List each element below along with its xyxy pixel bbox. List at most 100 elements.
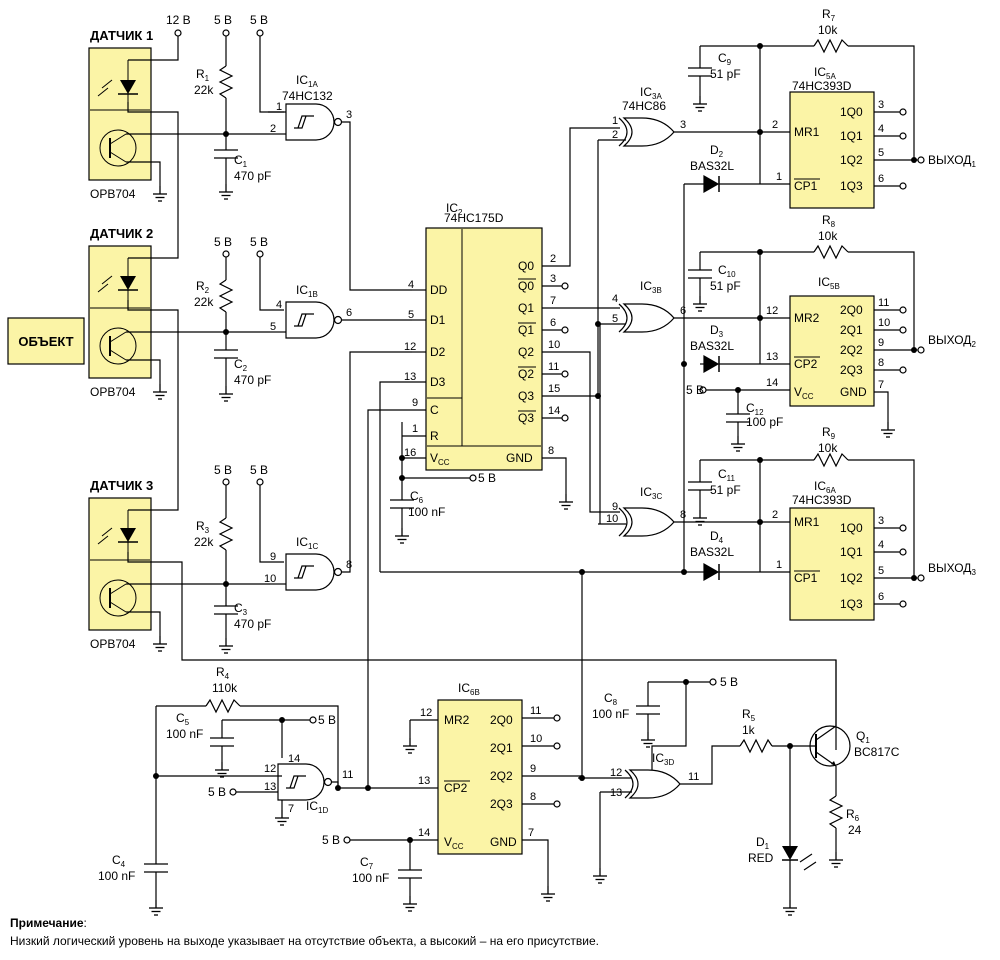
svg-text:24: 24	[848, 823, 862, 837]
svg-text:C7: C7	[360, 855, 374, 871]
svg-text:OPB704: OPB704	[90, 385, 136, 399]
svg-text:5: 5	[408, 309, 414, 321]
svg-text:74HC393D: 74HC393D	[792, 493, 852, 507]
svg-text:15: 15	[548, 383, 560, 395]
svg-text:14: 14	[288, 753, 300, 765]
svg-text:5 В: 5 В	[214, 235, 232, 249]
svg-text:1Q0: 1Q0	[840, 521, 863, 535]
svg-text:100 nF: 100 nF	[408, 505, 445, 519]
svg-text:R5: R5	[742, 707, 756, 723]
svg-text:GND: GND	[840, 385, 867, 399]
note-text: Низкий логический уровень на выходе указ…	[10, 934, 599, 948]
svg-text:9: 9	[878, 337, 884, 349]
svg-text:13: 13	[264, 781, 276, 793]
svg-text:C: C	[430, 403, 439, 417]
svg-text:22k: 22k	[194, 83, 214, 97]
svg-text:CP1: CP1	[794, 571, 818, 585]
svg-text:R6: R6	[846, 807, 860, 823]
svg-text:ДАТЧИК 3: ДАТЧИК 3	[90, 478, 153, 493]
svg-text:10: 10	[264, 573, 276, 585]
svg-text:51 pF: 51 pF	[710, 279, 741, 293]
svg-text:1Q3: 1Q3	[840, 597, 863, 611]
svg-text:3: 3	[550, 273, 556, 285]
ic2-wiring	[367, 127, 620, 788]
svg-text:ДАТЧИК 2: ДАТЧИК 2	[90, 226, 153, 241]
svg-text:9: 9	[270, 551, 276, 563]
svg-text:2Q2: 2Q2	[490, 769, 513, 783]
svg-text:5 В: 5 В	[208, 785, 226, 799]
svg-text:1: 1	[276, 101, 282, 113]
object-box: ОБЪЕКТ	[7, 317, 85, 365]
svg-text:D2: D2	[710, 143, 724, 159]
svg-text:1Q2: 1Q2	[840, 153, 863, 167]
svg-text:2Q3: 2Q3	[840, 363, 863, 377]
svg-text:11: 11	[878, 297, 889, 309]
svg-text:5 В: 5 В	[322, 833, 340, 847]
svg-text:IC1C: IC1C	[296, 535, 318, 551]
svg-text:C4: C4	[112, 853, 126, 869]
svg-text:74HC175D: 74HC175D	[444, 211, 504, 225]
ic6b-counter	[437, 699, 523, 855]
svg-text:Q1: Q1	[518, 323, 534, 337]
svg-text:100 nF: 100 nF	[98, 869, 135, 883]
svg-text:MR1: MR1	[794, 515, 820, 529]
svg-text:12: 12	[766, 305, 778, 317]
output-2: ВЫХОД2	[914, 333, 976, 354]
svg-text:D1: D1	[756, 835, 770, 851]
svg-text:8: 8	[346, 559, 352, 571]
svg-text:10: 10	[548, 339, 560, 351]
svg-text:ВЫХОД2: ВЫХОД2	[928, 333, 976, 349]
svg-text:1: 1	[776, 171, 782, 183]
oscillator	[144, 698, 430, 900]
svg-text:100 nF: 100 nF	[166, 727, 203, 741]
svg-text:2Q1: 2Q1	[840, 323, 863, 337]
svg-text:OPB704: OPB704	[90, 187, 136, 201]
svg-text:D4: D4	[710, 529, 724, 545]
ic5a-counter	[789, 91, 875, 209]
svg-text:C1: C1	[234, 153, 248, 169]
svg-text:R1: R1	[196, 67, 210, 83]
svg-text:13: 13	[766, 351, 778, 363]
svg-text:CP2: CP2	[794, 357, 818, 371]
svg-text:D3: D3	[430, 375, 446, 389]
svg-text:13: 13	[418, 775, 430, 787]
svg-text:10k: 10k	[818, 23, 838, 37]
svg-text:BAS32L: BAS32L	[690, 339, 734, 353]
ic2-overbars	[518, 278, 536, 412]
svg-text:5: 5	[270, 321, 276, 333]
svg-text:12: 12	[264, 763, 276, 775]
c8	[636, 678, 717, 770]
svg-text:22k: 22k	[194, 295, 214, 309]
svg-text:2Q0: 2Q0	[490, 713, 513, 727]
svg-text:100 nF: 100 nF	[592, 707, 629, 721]
svg-text:5 В: 5 В	[214, 13, 232, 27]
svg-text:13: 13	[404, 371, 416, 383]
svg-text:5 В: 5 В	[250, 235, 268, 249]
svg-text:74HC86: 74HC86	[622, 99, 666, 113]
svg-text:MR1: MR1	[794, 125, 820, 139]
svg-text:C2: C2	[234, 357, 248, 373]
svg-text:2Q1: 2Q1	[490, 741, 513, 755]
svg-text:OPB704: OPB704	[90, 637, 136, 651]
svg-text:8: 8	[680, 509, 686, 521]
svg-text:IC6B: IC6B	[458, 681, 480, 697]
svg-text:100 nF: 100 nF	[352, 871, 389, 885]
svg-text:1Q0: 1Q0	[840, 105, 863, 119]
svg-text:14: 14	[418, 827, 430, 839]
svg-text:8: 8	[530, 791, 536, 803]
svg-text:IC2: IC2	[446, 201, 463, 217]
svg-text:R4: R4	[216, 665, 230, 681]
svg-text:100 pF: 100 pF	[746, 415, 783, 429]
svg-text:Q0: Q0	[518, 279, 534, 293]
svg-text:6: 6	[550, 317, 556, 329]
svg-text:5: 5	[878, 147, 884, 159]
ic3-xor-gates	[578, 117, 760, 868]
svg-text:IC6A: IC6A	[814, 479, 836, 495]
svg-text:1Q1: 1Q1	[840, 545, 863, 559]
sensor-2: ДАТЧИК 2 OPB704	[88, 226, 153, 399]
svg-text:RED: RED	[748, 851, 774, 865]
svg-text:12: 12	[610, 767, 622, 779]
svg-text:D3: D3	[710, 323, 724, 339]
led-driver	[739, 660, 851, 900]
svg-text:4: 4	[276, 299, 282, 311]
